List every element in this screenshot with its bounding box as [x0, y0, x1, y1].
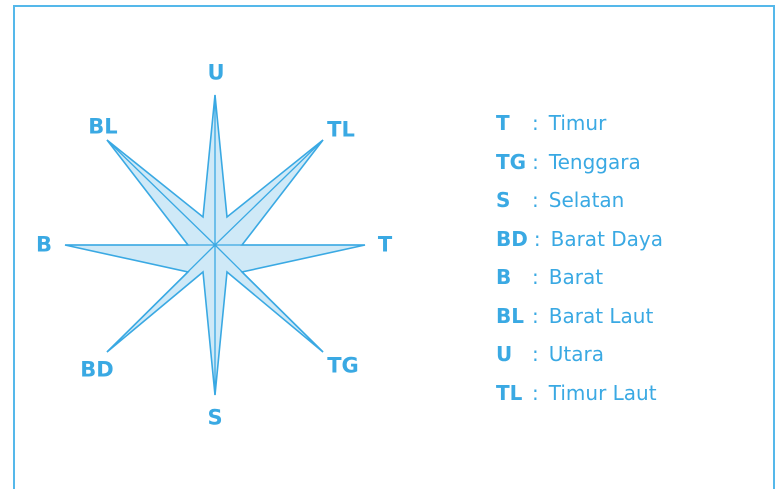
legend-name: Timur: [549, 111, 607, 135]
legend-abbr: TG: [496, 150, 526, 174]
legend-item: T : Timur: [496, 104, 663, 143]
label-south: S: [207, 408, 222, 429]
legend-separator: :: [532, 304, 539, 328]
legend-item: TG : Tenggara: [496, 143, 663, 182]
legend-separator: :: [532, 265, 539, 289]
line-northeast: [215, 140, 323, 245]
label-north: U: [207, 63, 224, 84]
legend-item: U : Utara: [496, 335, 663, 374]
legend-name: Utara: [549, 342, 604, 366]
label-west: B: [36, 235, 52, 256]
legend-name: Timur Laut: [549, 381, 657, 405]
legend-name: Barat: [549, 265, 603, 289]
label-southeast: TG: [327, 356, 359, 377]
legend-abbr: B: [496, 265, 526, 289]
legend-abbr: BL: [496, 304, 526, 328]
label-east: T: [378, 235, 392, 256]
legend-abbr: T: [496, 111, 526, 135]
legend-item: BL : Barat Laut: [496, 297, 663, 336]
legend-separator: :: [534, 227, 541, 251]
legend-abbr: TL: [496, 381, 526, 405]
line-northwest: [107, 140, 215, 245]
legend-separator: :: [532, 188, 539, 212]
legend-item: B : Barat: [496, 258, 663, 297]
label-northwest: BL: [88, 117, 117, 138]
legend-name: Barat Laut: [549, 304, 654, 328]
legend-separator: :: [532, 342, 539, 366]
legend-name: Barat Daya: [551, 227, 663, 251]
legend-name: Tenggara: [549, 150, 641, 174]
legend-abbr: U: [496, 342, 526, 366]
direction-legend: T : Timur TG : Tenggara S : Selatan BD :…: [496, 104, 663, 412]
legend-separator: :: [532, 150, 539, 174]
legend-separator: :: [532, 111, 539, 135]
legend-item: TL : Timur Laut: [496, 374, 663, 413]
label-southwest: BD: [80, 360, 113, 381]
legend-abbr: BD: [496, 227, 528, 251]
legend-abbr: S: [496, 188, 526, 212]
legend-item: BD : Barat Daya: [496, 220, 663, 259]
label-northeast: TL: [327, 120, 355, 141]
legend-separator: :: [532, 381, 539, 405]
legend-name: Selatan: [549, 188, 625, 212]
legend-item: S : Selatan: [496, 181, 663, 220]
